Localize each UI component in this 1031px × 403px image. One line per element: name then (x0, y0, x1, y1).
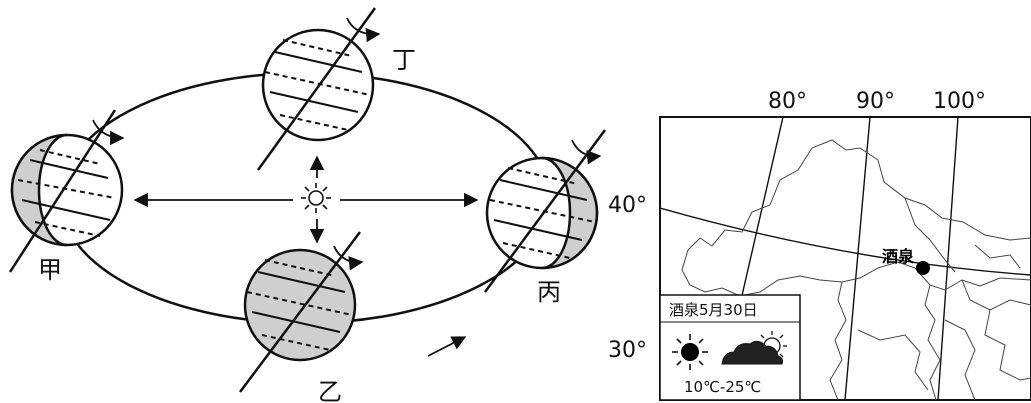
weather-temperature: 10℃-25℃ (684, 378, 761, 396)
longitude-80: 80° (768, 89, 807, 114)
sun-ray-arrows (133, 155, 479, 244)
cloud-with-sun-icon (721, 331, 787, 365)
revolution-direction-arrow (427, 336, 467, 357)
earth-ding (256, 7, 381, 171)
city-label: 酒泉 (882, 247, 915, 266)
longitude-90: 90° (856, 89, 895, 114)
label-jia: 甲 (38, 256, 62, 284)
map: 80° 90° 100° 40° 30° (608, 89, 1031, 401)
earth-yi (239, 231, 364, 393)
sun-icon (672, 334, 708, 370)
label-ding: 丁 (392, 46, 416, 74)
orbit-diagram: 甲 乙 (8, 7, 607, 403)
latitude-30: 30° (608, 338, 647, 363)
earth-bing (483, 129, 607, 293)
weather-box: 酒泉5月30日 (659, 294, 801, 401)
latitude-40: 40° (608, 193, 647, 218)
sun-icon (301, 183, 331, 213)
weather-title: 酒泉5月30日 (669, 301, 758, 319)
province-borders (681, 139, 1031, 400)
label-yi: 乙 (318, 378, 342, 403)
earth-jia (8, 109, 125, 273)
city-marker (916, 261, 930, 275)
longitude-100: 100° (933, 89, 986, 114)
label-bing: 丙 (537, 278, 561, 306)
